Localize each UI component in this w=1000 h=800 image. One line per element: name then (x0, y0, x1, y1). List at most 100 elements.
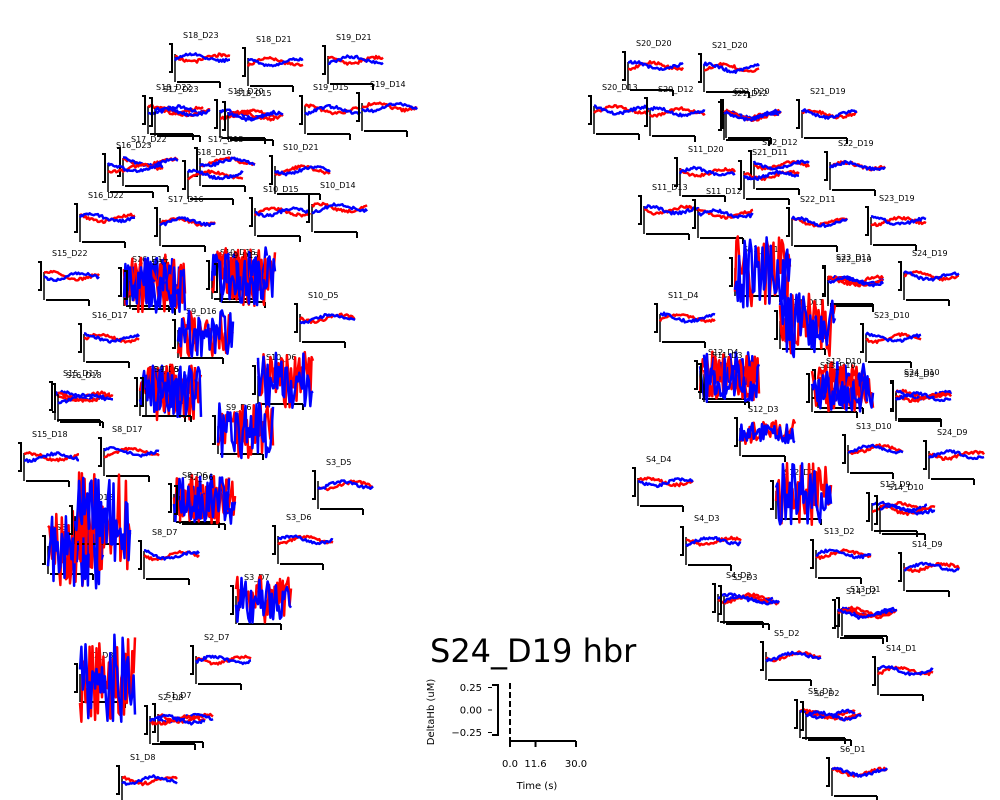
channel-label: S21_D11 (752, 148, 788, 157)
channel-label: S23_D19 (879, 194, 915, 203)
channel-label: S24_D10 (904, 368, 940, 377)
y-axis-bracket (698, 363, 702, 393)
y-axis-bracket (826, 757, 830, 787)
y-axis-bracket (786, 207, 790, 237)
y-axis-bracket (694, 360, 698, 390)
channel-s18-d23: S18_D23 (169, 31, 231, 88)
y-axis-bracket (117, 147, 121, 177)
y-axis-bracket (890, 382, 894, 412)
hbr-trace (73, 476, 132, 567)
channel-s17-d23: S17_D23 (149, 85, 211, 142)
hbr-trace (702, 354, 761, 403)
y-axis-label: DeltaHb (uM) (426, 679, 437, 746)
channel-label: S11_D3 (712, 351, 743, 360)
hbr-trace (894, 391, 952, 403)
hbr-trace (660, 311, 716, 324)
y-axis-bracket (69, 505, 73, 535)
channel-s16-d23: S16_D23 (102, 141, 164, 198)
channel-label: S13_D10 (820, 361, 856, 370)
hbr-trace (128, 256, 187, 314)
hbo-trace (643, 204, 700, 216)
channel-s20-d12: S20_D12 (644, 85, 706, 142)
hbo-trace (274, 164, 331, 177)
y-axis-bracket (252, 365, 256, 395)
hbr-trace (738, 421, 796, 445)
hbr-trace (218, 252, 277, 307)
y-axis-bracket (18, 442, 22, 472)
channel-s5-d3: S5_D3 (718, 573, 780, 630)
channel-label: S18_D16 (196, 148, 232, 157)
y-axis-bracket (806, 373, 810, 403)
hbr-trace (801, 108, 858, 120)
y-axis-bracket (169, 43, 173, 73)
y-axis-bracket (874, 495, 878, 525)
channel-label: S18_D22 (156, 83, 192, 92)
channel-s15-d22: S15_D22 (38, 249, 100, 306)
channel-s21-d12: S21_D12 (718, 89, 780, 146)
channel-s21-d19: S21_D19 (796, 87, 858, 144)
channel-s12-d11: S12_D11 (774, 292, 837, 359)
channel-label: S11_D11 (743, 245, 779, 254)
hbr-trace (927, 449, 985, 461)
channel-label: S23_D11 (836, 253, 872, 262)
channel-s5-d2: S5_D2 (760, 629, 822, 686)
y-axis-bracket (824, 151, 828, 181)
y-axis-bracket (102, 153, 106, 183)
channel-label: S6_D1 (840, 745, 865, 754)
channel-label: S16_D18 (66, 371, 102, 380)
hbr-trace (147, 104, 204, 116)
y-axis-bracket (832, 599, 836, 629)
channel-label: S9_D17 (138, 258, 169, 267)
channel-s21-d20: S21_D20 (698, 41, 760, 98)
channel-label: S4_D2 (726, 571, 751, 580)
channel-label: S20_D20 (636, 39, 672, 48)
channel-s9-d16: S9_D16 (172, 307, 235, 364)
hbr-trace (121, 774, 178, 786)
channel-s10-d14: S10_D14 (306, 181, 369, 238)
channel-s17-d15: S17_D15 (194, 135, 256, 192)
hbr-trace (702, 61, 760, 74)
ref-y-tick-label: −0.25 (451, 728, 482, 739)
channel-s14-d9: S14_D9 (898, 540, 961, 597)
y-axis-bracket (206, 260, 210, 290)
hbr-trace (247, 57, 304, 68)
channel-label: S19_D15 (313, 83, 349, 92)
hbr-trace (216, 401, 275, 460)
channel-label: S10_D14 (320, 181, 356, 190)
y-axis-bracket (269, 155, 273, 185)
channel-s1-d8: S1_D8 (116, 753, 178, 800)
channel-label: S11_D20 (688, 145, 724, 154)
hbr-trace (678, 165, 736, 177)
channel-s12-d2: S12_D2 (770, 461, 833, 527)
channel-label: S21_D20 (712, 41, 748, 50)
y-axis-bracket (638, 195, 642, 225)
channel-label: S21_D19 (810, 87, 846, 96)
y-axis-bracket (898, 552, 902, 582)
channel-s4-d3: S4_D3 (680, 514, 742, 571)
y-axis-bracket (74, 663, 78, 693)
hbr-trace (277, 534, 334, 546)
channel-label: S13_D9 (880, 480, 911, 489)
hbr-trace (103, 445, 160, 458)
channel-s12-d3: S12_D3 (734, 405, 797, 462)
channel-label: S16_D23 (116, 141, 152, 150)
hbr-trace (23, 451, 80, 464)
y-axis-bracket (38, 261, 42, 291)
hbr-trace (311, 202, 369, 215)
hbr-trace (143, 548, 200, 561)
hbo-trace (187, 169, 244, 181)
hbr-trace (815, 548, 872, 560)
channel-s14-d10: S14_D10 (874, 483, 936, 540)
hbr-trace (78, 633, 137, 723)
channel-label: S22_D19 (838, 139, 874, 148)
y-axis-bracket (810, 539, 814, 569)
hbo-trace (743, 169, 800, 182)
y-axis-bracket (144, 705, 148, 735)
channel-s23-d10: S23_D10 (860, 311, 922, 368)
channel-s11-d12: S11_D12 (692, 187, 754, 244)
channel-s6-d1: S6_D1 (826, 745, 888, 800)
hbr-trace (144, 364, 203, 419)
hbo-trace (195, 654, 252, 666)
channel-s3-d5: S3_D5 (312, 458, 374, 515)
